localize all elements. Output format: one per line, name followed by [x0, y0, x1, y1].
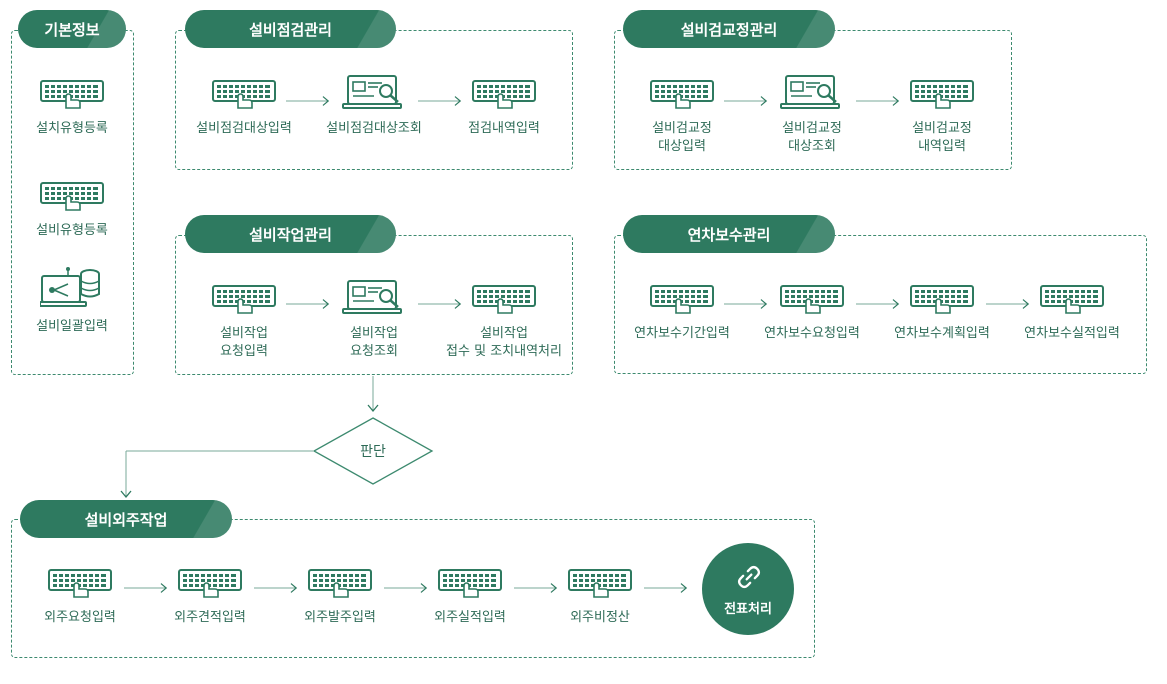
- decision-label: 판단: [360, 444, 386, 460]
- node-label: 설비유형등록: [36, 223, 108, 238]
- basic-info-title: 기본정보: [18, 10, 126, 48]
- node-label: 외주견적입력: [174, 610, 246, 625]
- work-title: 설비작업관리: [185, 215, 396, 253]
- calibration-history-input[interactable]: 설비검교정 내역입력: [877, 78, 1007, 156]
- equipment-bulk-input[interactable]: 설비일괄입력: [7, 266, 137, 336]
- voucher-processing-button[interactable]: 전표처리: [702, 543, 794, 635]
- work-receipt-processing[interactable]: 설비작업 접수 및 조치내역처리: [424, 283, 584, 361]
- inspection-target-input[interactable]: 설비점검대상입력: [179, 78, 309, 138]
- annual-plan-input[interactable]: 연차보수계획입력: [877, 283, 1007, 343]
- annual-period-input[interactable]: 연차보수기간입력: [617, 283, 747, 343]
- outsource-order-input[interactable]: 외주발주입력: [275, 567, 405, 627]
- calibration-target-query[interactable]: 설비검교정 대상조회: [747, 74, 877, 156]
- node-label: 설비검교정 대상조회: [782, 121, 842, 154]
- node-label: 외주발주입력: [304, 610, 376, 625]
- node-label: 설비점검대상조회: [326, 121, 422, 136]
- outsource-request-input[interactable]: 외주요청입력: [15, 567, 145, 627]
- node-label: 연차보수기간입력: [634, 326, 730, 341]
- keyboard-icon: [48, 567, 112, 599]
- work-request-query[interactable]: 설비작업 요청조회: [309, 279, 439, 361]
- outsource-result-input[interactable]: 외주실적입력: [405, 567, 535, 627]
- node-label: 외주요청입력: [44, 610, 116, 625]
- annual-maintenance-title: 연차보수관리: [623, 215, 835, 253]
- node-label: 외주비정산: [570, 610, 630, 625]
- flow-arrow: [644, 582, 688, 594]
- outsource-estimate-input[interactable]: 외주견적입력: [145, 567, 275, 627]
- link-icon: [735, 563, 763, 591]
- node-label: 설비점검대상입력: [196, 121, 292, 136]
- keyboard-icon: [308, 567, 372, 599]
- annual-request-input[interactable]: 연차보수요청입력: [747, 283, 877, 343]
- voucher-processing-label: 전표처리: [724, 602, 772, 617]
- inspection-target-query[interactable]: 설비점검대상조회: [309, 74, 439, 138]
- calibration-target-input[interactable]: 설비검교정 대상입력: [617, 78, 747, 156]
- node-label: 설비작업 요청조회: [350, 326, 398, 359]
- outsource-settlement[interactable]: 외주비정산: [535, 567, 665, 627]
- node-label: 설비작업 요청입력: [220, 326, 268, 359]
- install-type-register[interactable]: 설치유형등록: [7, 78, 137, 138]
- inspection-title: 설비점검관리: [185, 10, 396, 48]
- node-label: 점검내역입력: [468, 121, 540, 136]
- inspection-history-input[interactable]: 점검내역입력: [439, 78, 569, 138]
- node-label: 외주실적입력: [434, 610, 506, 625]
- keyboard-icon: [438, 567, 502, 599]
- calibration-title: 설비검교정관리: [623, 10, 835, 48]
- annual-maintenance-group: [614, 235, 1147, 374]
- node-label: 연차보수실적입력: [1024, 326, 1120, 341]
- keyboard-icon: [568, 567, 632, 599]
- node-label: 설비검교정 대상입력: [652, 121, 712, 154]
- work-request-input[interactable]: 설비작업 요청입력: [179, 283, 309, 361]
- node-label: 설비작업 접수 및 조치내역처리: [446, 326, 562, 359]
- equipment-type-register[interactable]: 설비유형등록: [7, 180, 137, 240]
- node-label: 연차보수계획입력: [894, 326, 990, 341]
- node-label: 설치유형등록: [36, 121, 108, 136]
- node-label: 설비검교정 내역입력: [912, 121, 972, 154]
- outsource-title: 설비외주작업: [20, 500, 232, 538]
- annual-result-input[interactable]: 연차보수실적입력: [1007, 283, 1137, 343]
- keyboard-icon: [178, 567, 242, 599]
- outsource-group: [11, 519, 815, 658]
- node-label: 연차보수요청입력: [764, 326, 860, 341]
- node-label: 설비일괄입력: [36, 319, 108, 334]
